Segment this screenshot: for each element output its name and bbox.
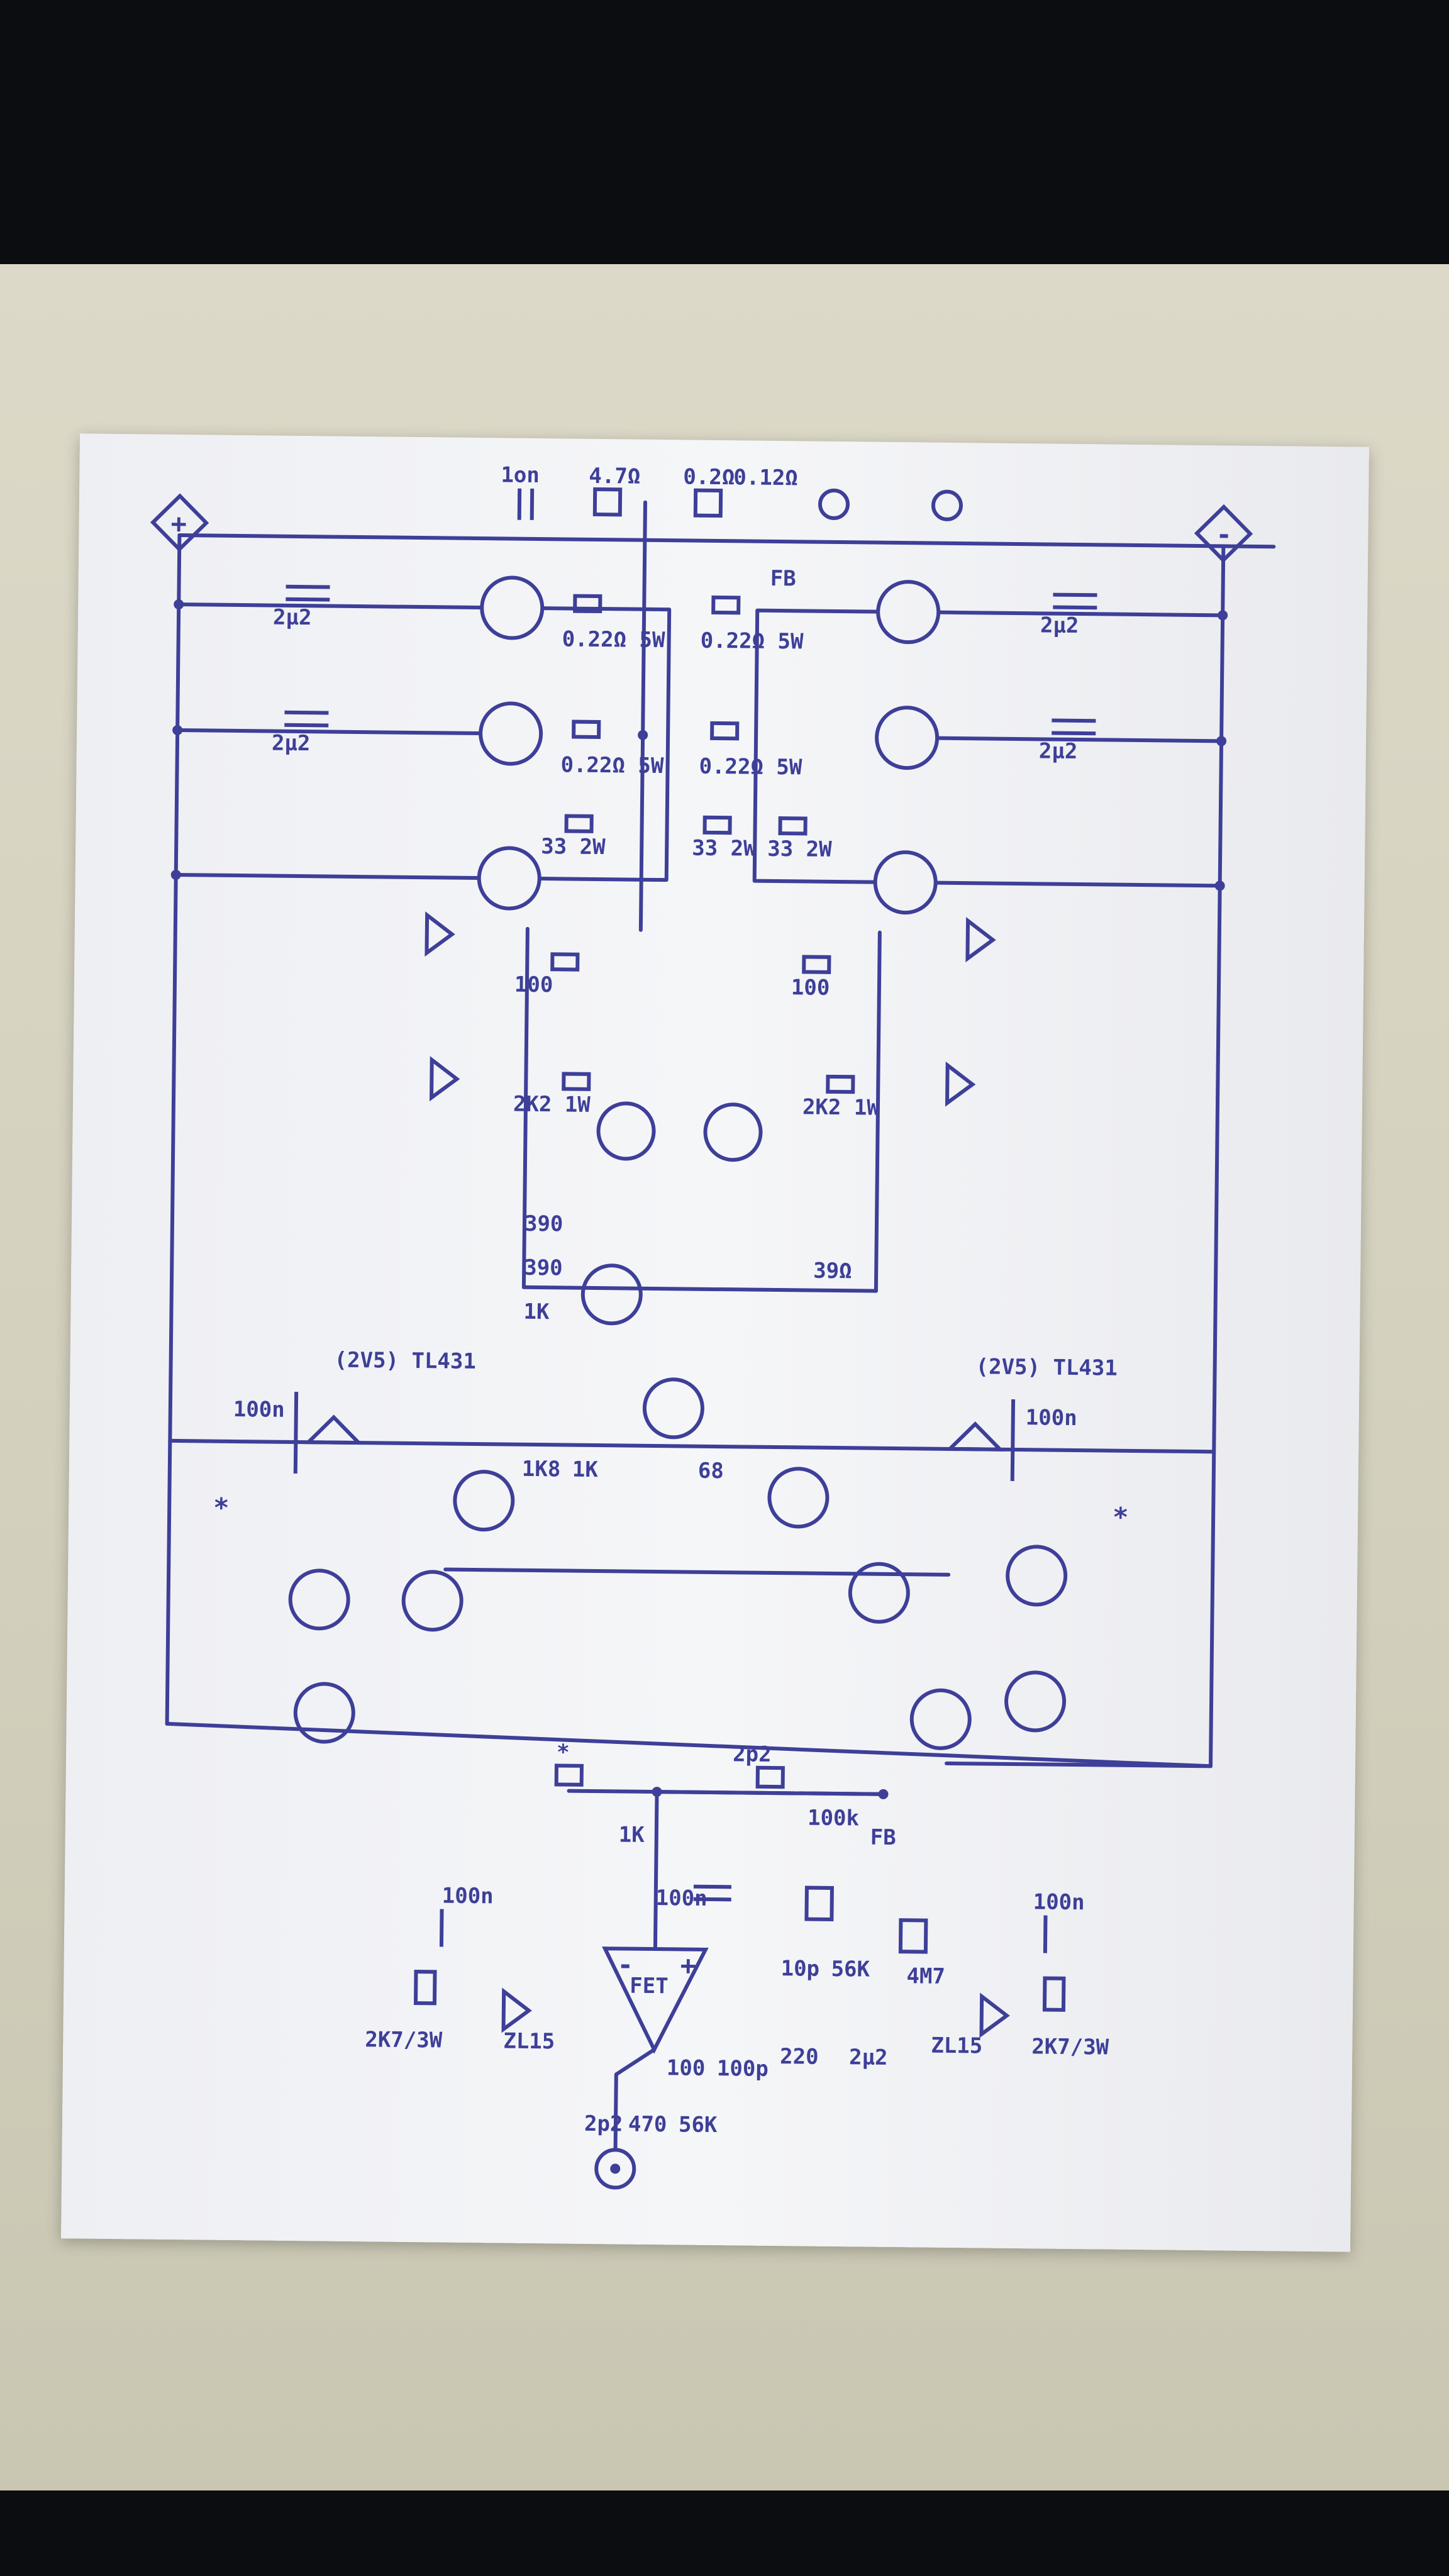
svg-text:2K2 1W: 2K2 1W bbox=[802, 1094, 880, 1120]
svg-text:100: 100 bbox=[667, 2055, 706, 2081]
svg-text:*: * bbox=[557, 1740, 570, 1765]
output-network bbox=[517, 487, 963, 521]
svg-text:1K: 1K bbox=[619, 1822, 645, 1847]
svg-text:100n: 100n bbox=[442, 1884, 494, 1909]
svg-text:33 2W: 33 2W bbox=[541, 834, 606, 860]
svg-text:4.7Ω: 4.7Ω bbox=[589, 464, 640, 489]
positive-terminal-icon: + bbox=[150, 493, 209, 552]
svg-text:1K8: 1K8 bbox=[522, 1457, 561, 1482]
rail-diodes bbox=[425, 911, 996, 1107]
svg-text:+: + bbox=[680, 1950, 696, 1980]
svg-text:0.2Ω: 0.2Ω bbox=[683, 464, 735, 490]
svg-text:1on: 1on bbox=[501, 462, 540, 488]
svg-text:33 2W: 33 2W bbox=[692, 836, 757, 862]
svg-text:2p2: 2p2 bbox=[584, 2111, 623, 2137]
svg-text:2μ2: 2μ2 bbox=[849, 2045, 888, 2070]
svg-text:2μ2: 2μ2 bbox=[1040, 613, 1079, 638]
svg-text:FB: FB bbox=[870, 1825, 896, 1850]
vas-transistors bbox=[580, 1263, 910, 1624]
svg-text:0.12Ω: 0.12Ω bbox=[733, 465, 798, 491]
svg-text:+: + bbox=[170, 508, 187, 539]
svg-text:10p: 10p bbox=[780, 1956, 819, 1982]
supply-filter bbox=[413, 1909, 1066, 2038]
svg-text:0.22Ω 5W: 0.22Ω 5W bbox=[562, 626, 665, 653]
svg-text:100: 100 bbox=[514, 972, 553, 998]
junctions bbox=[170, 599, 1228, 1799]
negative-terminal-icon: - bbox=[1194, 504, 1253, 564]
svg-text:33 2W: 33 2W bbox=[767, 836, 832, 862]
current-source-transistors bbox=[288, 1470, 1068, 1750]
svg-text:390: 390 bbox=[525, 1211, 564, 1237]
svg-text:2μ2: 2μ2 bbox=[1039, 738, 1078, 764]
voltage-reference-bottom bbox=[945, 1399, 1016, 1481]
driver-transistors bbox=[596, 1101, 763, 1162]
svg-text:FB: FB bbox=[770, 566, 796, 591]
svg-text:100k: 100k bbox=[808, 1806, 859, 1831]
svg-text:(2V5) TL431: (2V5) TL431 bbox=[975, 1354, 1118, 1380]
svg-text:0.22Ω 5W: 0.22Ω 5W bbox=[699, 754, 802, 780]
positive-rail bbox=[165, 533, 1276, 1726]
voltage-reference-top bbox=[293, 1392, 364, 1474]
driver-resistors bbox=[550, 814, 855, 1094]
svg-text:2μ2: 2μ2 bbox=[272, 731, 311, 757]
svg-text:470: 470 bbox=[628, 2112, 667, 2138]
svg-text:68: 68 bbox=[698, 1458, 724, 1484]
svg-text:100n: 100n bbox=[1033, 1889, 1085, 1915]
svg-text:2p2: 2p2 bbox=[733, 1741, 772, 1767]
svg-text:39Ω: 39Ω bbox=[813, 1258, 852, 1284]
svg-text:100n: 100n bbox=[233, 1397, 285, 1423]
input-jack-icon bbox=[594, 2148, 636, 2190]
svg-text:100n: 100n bbox=[656, 1885, 708, 1911]
svg-text:0.22Ω 5W: 0.22Ω 5W bbox=[700, 628, 804, 655]
svg-text:ZL15: ZL15 bbox=[503, 2029, 555, 2055]
svg-text:100p: 100p bbox=[717, 2056, 769, 2082]
svg-text:1K: 1K bbox=[572, 1457, 599, 1482]
svg-text:390: 390 bbox=[524, 1255, 563, 1281]
paper-sheet: + - 2μ2 2μ2 2 bbox=[61, 433, 1369, 2252]
svg-text:(2V5) TL431: (2V5) TL431 bbox=[334, 1348, 476, 1374]
svg-text:100n: 100n bbox=[1026, 1405, 1077, 1431]
svg-text:56K: 56K bbox=[831, 1957, 870, 1982]
feedback-network bbox=[554, 1763, 928, 1954]
svg-text:FET: FET bbox=[630, 1974, 669, 1999]
svg-text:2K7/3W: 2K7/3W bbox=[365, 2027, 443, 2053]
svg-text:*: * bbox=[213, 1492, 230, 1523]
svg-text:-: - bbox=[1216, 519, 1232, 550]
svg-text:4M7: 4M7 bbox=[906, 1963, 945, 1989]
svg-text:-: - bbox=[617, 1949, 633, 1980]
svg-text:56K: 56K bbox=[679, 2112, 718, 2138]
emitter-resistors bbox=[572, 594, 741, 741]
svg-text:2μ2: 2μ2 bbox=[273, 605, 312, 631]
rail-capacitors bbox=[284, 584, 1097, 736]
schematic-drawing: + - 2μ2 2μ2 2 bbox=[150, 462, 1276, 2190]
svg-text:1K: 1K bbox=[523, 1299, 550, 1324]
svg-text:100: 100 bbox=[791, 975, 830, 1001]
svg-text:ZL15: ZL15 bbox=[931, 2033, 982, 2059]
svg-text:0.22Ω 5W: 0.22Ω 5W bbox=[560, 752, 664, 779]
negative-rail bbox=[945, 544, 1226, 1768]
svg-text:220: 220 bbox=[780, 2044, 819, 2070]
svg-text:*: * bbox=[1113, 1502, 1129, 1533]
svg-text:2K7/3W: 2K7/3W bbox=[1031, 2034, 1109, 2060]
